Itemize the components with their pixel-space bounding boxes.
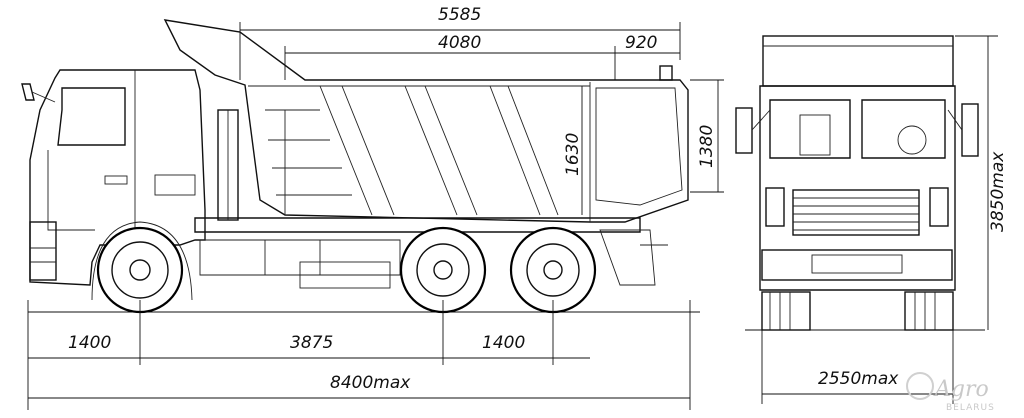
- dim-label-1400-front: 1400: [68, 333, 111, 353]
- dim-4080: 4080: [284, 33, 616, 80]
- watermark-sub: BELARUS: [946, 403, 995, 413]
- front-view: 3850max 2550max: [735, 35, 1008, 404]
- chassis: [194, 217, 668, 289]
- dim-label-4080: 4080: [438, 33, 481, 53]
- rear-wheel-2: [509, 226, 597, 314]
- dim-920: 920: [615, 33, 680, 54]
- agro-belarus-watermark: Agro BELARUS: [906, 372, 995, 413]
- dim-label-5585: 5585: [438, 5, 481, 25]
- dim-label-1380: 1380: [697, 125, 717, 168]
- dim-1380: 1380: [690, 79, 724, 193]
- dim-3850: 3850max: [955, 35, 1008, 330]
- cab: [21, 69, 206, 286]
- rear-wheel-1: [399, 226, 487, 314]
- dim-bottom-axles: 1400 3875 1400: [27, 300, 590, 410]
- dim-label-1400-rear: 1400: [482, 333, 525, 353]
- dim-label-1630: 1630: [563, 133, 583, 176]
- tipper-body: [163, 19, 689, 223]
- front-wheel: [91, 221, 193, 314]
- dim-2550: 2550max: [761, 330, 954, 404]
- dim-1630: 1630: [563, 86, 583, 215]
- dim-5585: 5585: [239, 5, 681, 80]
- dim-label-2550max: 2550max: [818, 369, 899, 389]
- side-view: 5585 4080 920 1380 1630: [21, 5, 724, 410]
- dim-8400: 8400max: [28, 300, 691, 410]
- dim-label-8400max: 8400max: [330, 373, 411, 393]
- watermark-brand: Agro: [933, 377, 989, 402]
- dim-label-920: 920: [625, 33, 657, 53]
- dim-label-3850max: 3850max: [988, 151, 1008, 232]
- dim-label-3875: 3875: [290, 333, 333, 353]
